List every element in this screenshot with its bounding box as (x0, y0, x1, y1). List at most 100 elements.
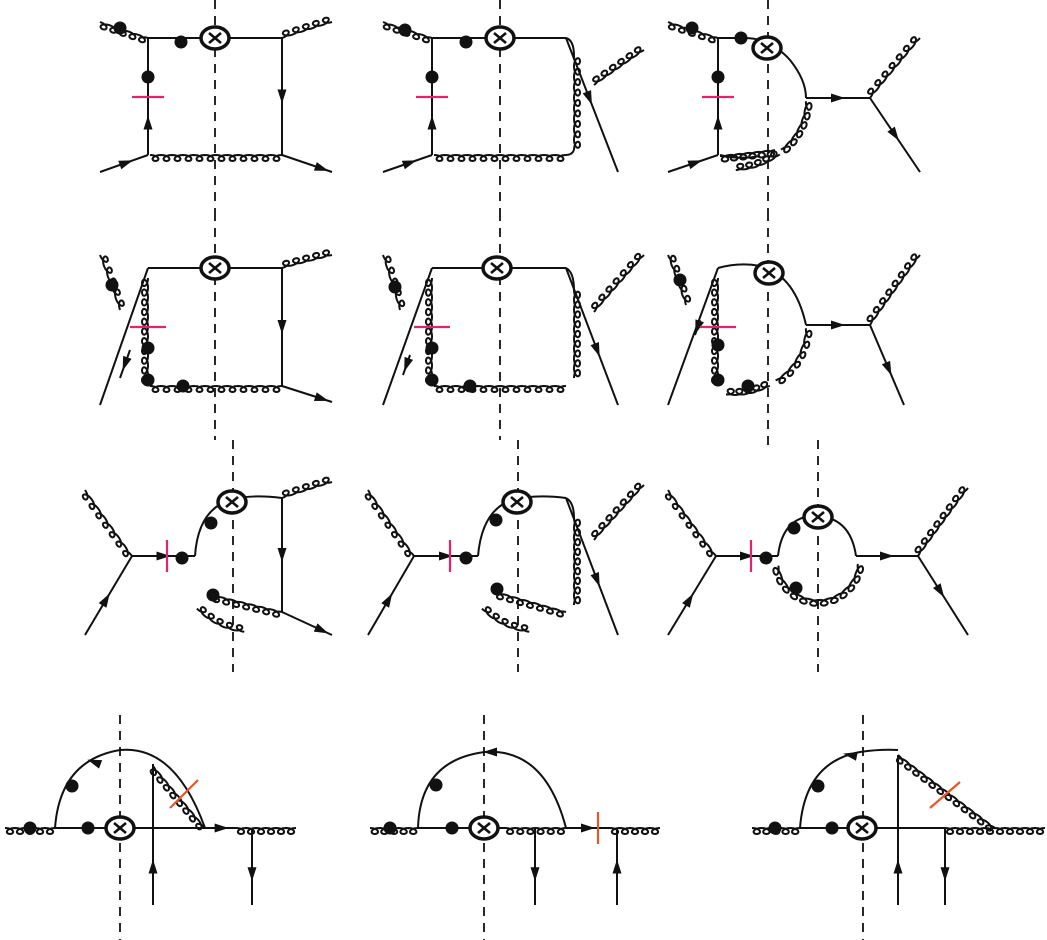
gluon-line (895, 754, 996, 832)
operator-vertex-cross (477, 822, 491, 834)
quark-arrow-icon (247, 867, 257, 882)
quark-arrow-icon (581, 823, 595, 833)
gluon-line (281, 16, 333, 39)
gluon-line (433, 384, 567, 394)
insertion-dot (489, 513, 503, 527)
quark-line (565, 267, 619, 406)
gluon-line (495, 591, 567, 618)
operator-vertex-cross (760, 42, 774, 54)
gluon-line (382, 254, 406, 311)
operator-vertex-cross (113, 822, 127, 834)
insertion-dot (388, 280, 402, 294)
quark-arrow-icon (590, 572, 600, 587)
gluon-line (710, 277, 720, 386)
quark-arrow-icon (277, 89, 287, 104)
insertion-dot (113, 21, 127, 35)
quark-arrow-icon (404, 356, 414, 372)
cut-mark-slash (929, 781, 961, 809)
gluon-line (719, 149, 776, 163)
quark-arrow-icon (612, 859, 622, 874)
insertion-dots-layer (23, 21, 839, 835)
quark-arrow-icon (695, 319, 704, 335)
insertion-dot (711, 70, 725, 84)
quark-arrow-icon (381, 593, 393, 608)
operator-vertex-cross (510, 496, 524, 508)
quark-arrow-icon (682, 593, 694, 608)
insertion-dot (65, 779, 79, 793)
gluon-line (609, 826, 661, 836)
gluon-line (281, 476, 333, 499)
quark-arrow-icon (932, 583, 945, 598)
quark-arrow-icon (313, 162, 329, 171)
quark-arrow-icon (590, 342, 600, 357)
cut-mark-slash (169, 779, 199, 809)
propagator-lines-layer (4, 16, 1046, 905)
insertion-dot (759, 551, 773, 565)
insertion-dot (734, 31, 748, 45)
gluon-line (281, 249, 333, 269)
quark-arrow-icon (156, 551, 171, 561)
gluon-line (364, 489, 415, 558)
gluon-line (914, 486, 969, 557)
insertion-dot (425, 373, 439, 387)
gluon-line (775, 328, 813, 385)
operator-vertex-icon (481, 255, 513, 281)
quark-arrow-icon (893, 859, 903, 874)
quark-arrow-icon (843, 751, 858, 761)
quark-arrow-icon (940, 867, 950, 882)
insertion-dot (204, 516, 218, 530)
insertion-dot (768, 821, 782, 835)
quark-arrow-icon (87, 759, 103, 769)
gluon-line (149, 765, 206, 831)
insertion-dot (490, 582, 504, 596)
insertion-dot (673, 273, 687, 287)
insertion-dot (206, 588, 220, 602)
quark-arrow-icon (831, 320, 845, 330)
insertion-dot (711, 338, 725, 352)
gluon-line (591, 252, 645, 313)
gluon-line (424, 277, 434, 386)
operator-vertex-icon (802, 504, 834, 530)
quark-arrow-icon (530, 867, 540, 882)
gluon-line (591, 482, 645, 541)
insertion-dot (141, 341, 155, 355)
operator-vertex-cross (762, 267, 776, 279)
gluon-line (99, 21, 149, 44)
quark-arrow-icon (277, 548, 287, 562)
operator-vertex-cross (490, 262, 504, 274)
quark-line (382, 267, 433, 406)
quark-arrow-icon (483, 747, 497, 757)
quark-line (99, 267, 149, 406)
quark-arrow-icon (214, 823, 229, 833)
quark-arrow-icon (277, 320, 287, 334)
operator-vertex-icon (199, 255, 231, 281)
operator-vertex-icon (216, 489, 248, 515)
gluon-line (81, 489, 133, 558)
operator-vertex-cross (208, 262, 222, 274)
gluon-line (211, 594, 283, 618)
gluon-line (866, 253, 921, 326)
quark-arrow-icon (148, 859, 158, 874)
gluon-line (667, 21, 719, 44)
insertion-dot (685, 21, 699, 35)
insertion-dot (463, 379, 477, 393)
cut-lines-layer (119, 0, 864, 940)
insertion-dot (741, 379, 755, 393)
quark-arrow-icon (427, 115, 437, 130)
cut-marks-layer (130, 95, 961, 844)
operator-vertex-layer (104, 25, 878, 841)
quark-arrow-icon (313, 392, 329, 401)
insertion-dot (811, 779, 825, 793)
operator-vertex-icon (468, 815, 500, 841)
gluon-line (196, 606, 245, 633)
gluon-line (433, 153, 567, 163)
gluon-line (664, 489, 717, 558)
operator-vertex-icon (484, 25, 516, 51)
quark-arrow-icon (880, 551, 894, 561)
insertion-dot (23, 821, 37, 835)
quark-arrow-icon (887, 126, 899, 141)
gluon-line (944, 826, 1046, 836)
insertion-dot (711, 373, 725, 387)
quark-arrow-icon (582, 90, 592, 105)
operator-vertex-icon (846, 815, 878, 841)
